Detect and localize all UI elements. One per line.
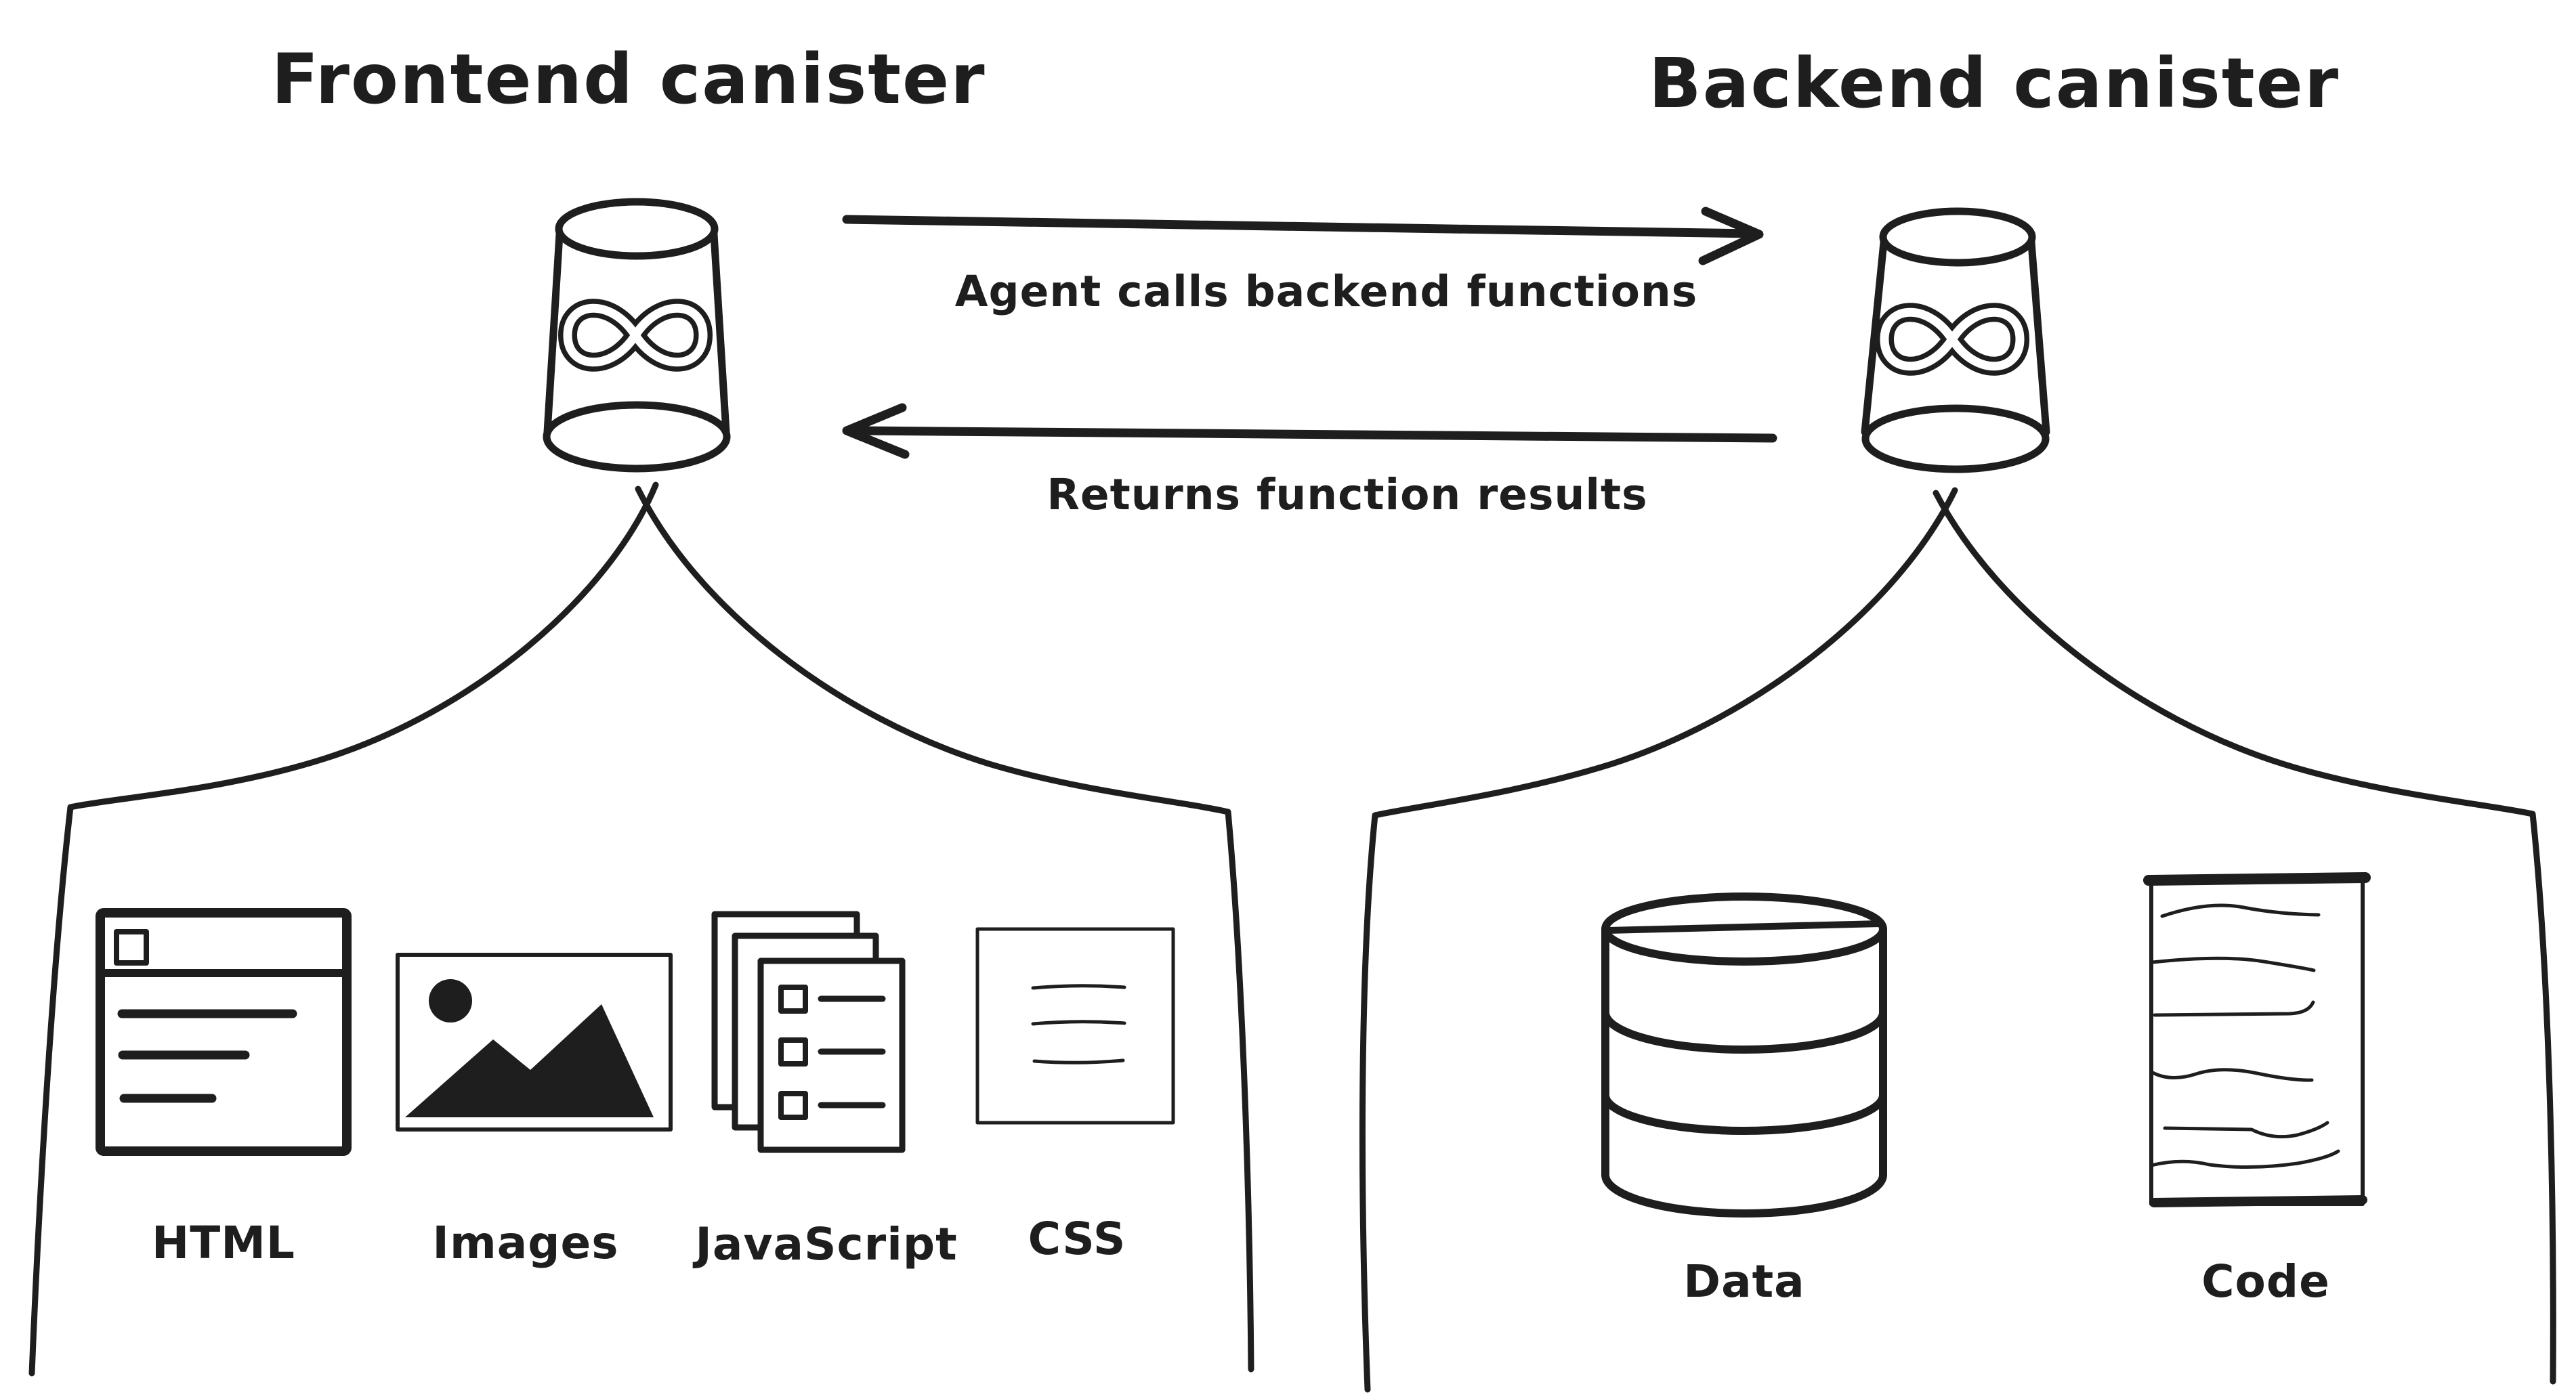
canister-infinity-icon [1861, 207, 2050, 473]
return-arrow-label: Returns function results [1047, 470, 1647, 519]
frontend-asset-images: Images [396, 953, 673, 1269]
connections: Agent calls backend functions Returns fu… [842, 207, 1777, 519]
database-cylinder-icon [1601, 892, 1887, 1218]
frontend-asset-label: HTML [152, 1217, 295, 1269]
backend-section: Backend canister Data [1359, 43, 2556, 1393]
backend-asset-label: Code [2201, 1255, 2330, 1308]
canister-infinity-icon [543, 198, 731, 473]
code-document-icon [2143, 872, 2371, 1207]
frontend-asset-label: Images [432, 1217, 618, 1269]
browser-window-icon [96, 908, 352, 1156]
frontend-section: Frontend canister HTML [28, 39, 1254, 1377]
stacked-list-documents-icon [711, 911, 906, 1153]
stylesheet-document-icon [975, 927, 1175, 1125]
call-arrow [842, 207, 1764, 265]
frontend-asset-html: HTML [96, 908, 352, 1269]
backend-asset-data: Data [1601, 892, 1887, 1308]
backend-brace [1359, 487, 2556, 1393]
call-arrow-label: Agent calls backend functions [955, 267, 1698, 316]
frontend-asset-javascript: JavaScript [692, 911, 957, 1270]
backend-asset-label: Data [1683, 1255, 1804, 1308]
return-arrow [842, 403, 1777, 459]
backend-title: Backend canister [1649, 43, 2340, 124]
frontend-brace [28, 481, 1254, 1377]
frontend-asset-css: CSS [975, 927, 1175, 1265]
backend-asset-code: Code [2143, 872, 2371, 1308]
frontend-asset-label: JavaScript [692, 1218, 957, 1270]
frontend-title: Frontend canister [271, 39, 986, 120]
picture-icon [396, 953, 673, 1132]
frontend-asset-label: CSS [1028, 1213, 1126, 1265]
